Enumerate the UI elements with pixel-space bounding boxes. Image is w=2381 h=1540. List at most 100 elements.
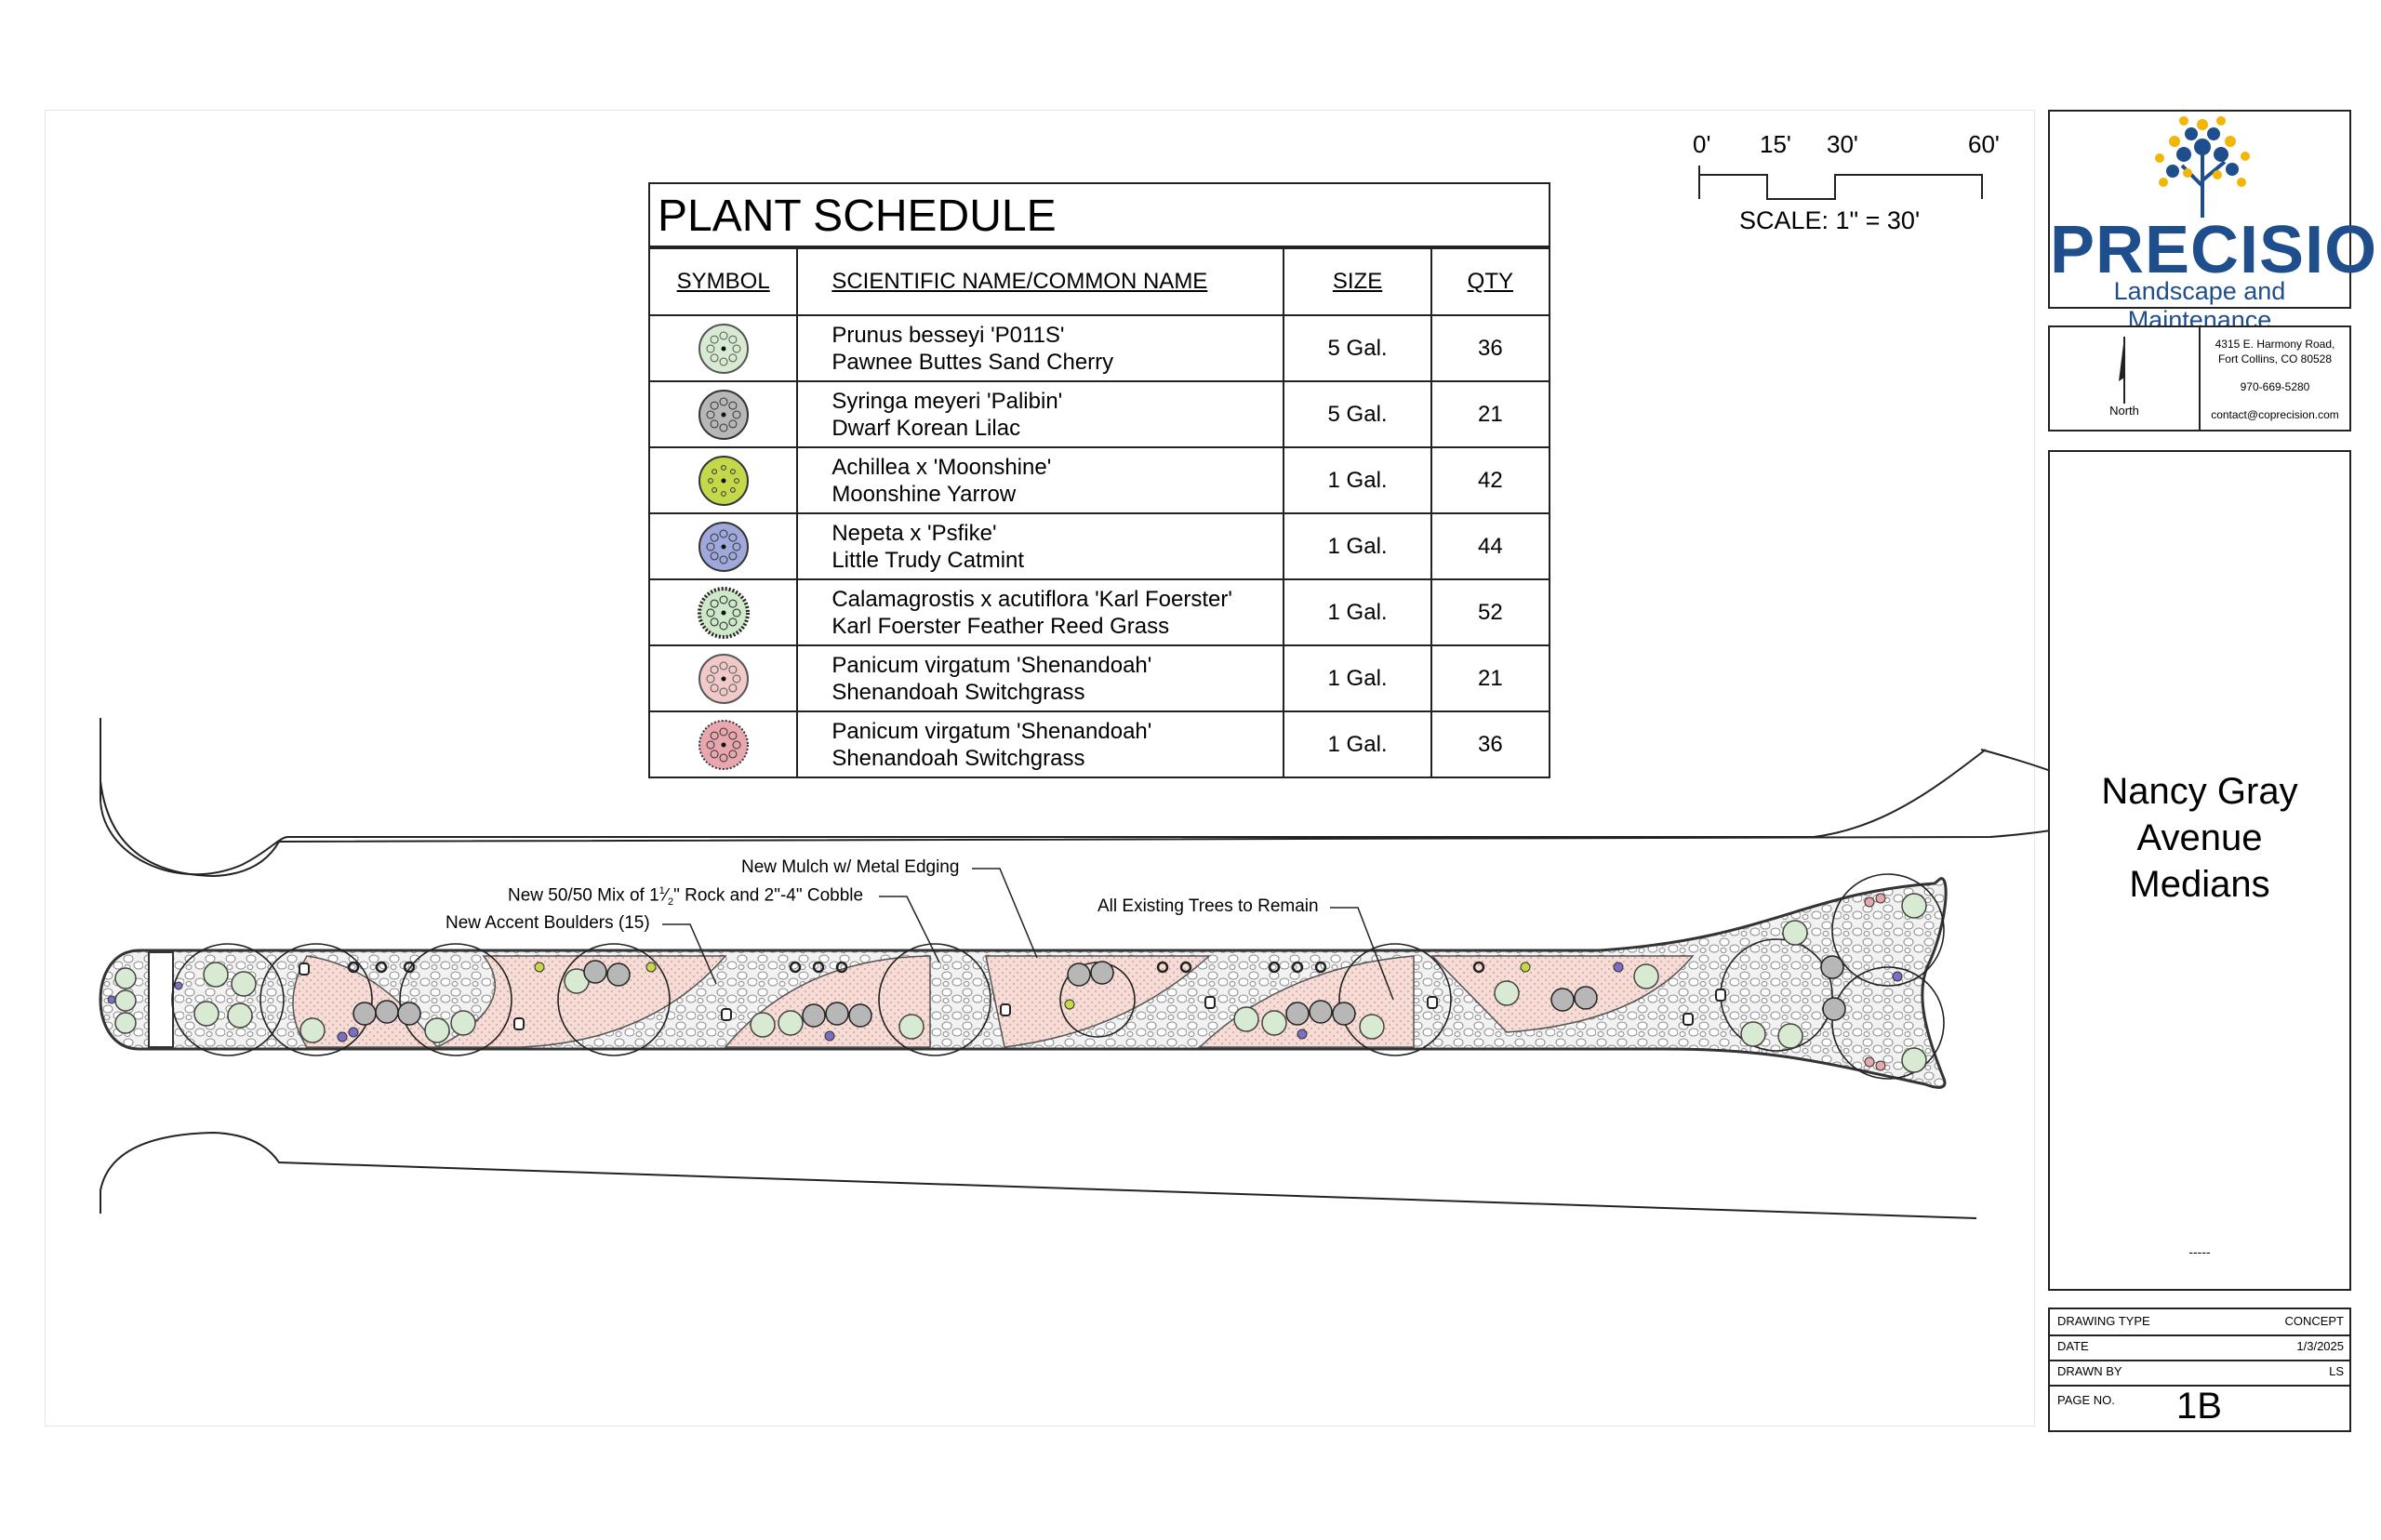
reed-grass-icon bbox=[697, 586, 750, 639]
callout-mulch: New Mulch w/ Metal Edging bbox=[741, 857, 960, 877]
page-number-value: 1B bbox=[2176, 1386, 2222, 1427]
size-cell: 1 Gal. bbox=[1283, 644, 1432, 712]
scale-graphic bbox=[1698, 166, 1983, 200]
scale-text: SCALE: 1" = 30' bbox=[1739, 206, 1921, 234]
callout-rock-text: New 50/50 Mix of 1 bbox=[508, 885, 659, 906]
page-number-label: PAGE NO. bbox=[2057, 1393, 2115, 1407]
common-name: Pawnee Buttes Sand Cherry bbox=[831, 349, 1114, 375]
qty-cell: 44 bbox=[1430, 512, 1549, 580]
north-arrow-cell: North bbox=[2050, 327, 2201, 430]
scientific-name: Panicum virgatum 'Shenandoah' bbox=[831, 718, 1152, 744]
header-size: SIZE bbox=[1283, 247, 1432, 316]
symbol-cell bbox=[650, 446, 799, 514]
project-title-line-1: Nancy Gray bbox=[2101, 771, 2298, 812]
project-title-line-2: Avenue bbox=[2136, 817, 2263, 858]
meta-row-date: DATE 1/3/2025 bbox=[2050, 1334, 2349, 1361]
scientific-name: Prunus besseyi 'P011S' bbox=[831, 322, 1065, 348]
scale-label-0: 0' bbox=[1693, 130, 1711, 158]
plant-name-cell: Syringa meyeri 'Palibin'Dwarf Korean Lil… bbox=[796, 380, 1285, 448]
size-cell: 1 Gal. bbox=[1283, 446, 1432, 514]
meta-row-drawn-by: DRAWN BY LS bbox=[2050, 1360, 2349, 1387]
symbol-cell bbox=[650, 578, 799, 646]
header-symbol: SYMBOL bbox=[650, 247, 799, 316]
scientific-name: Nepeta x 'Psfike' bbox=[831, 520, 997, 546]
switchgrass-icon bbox=[698, 719, 749, 770]
scientific-name: Calamagrostis x acutiflora 'Karl Foerste… bbox=[831, 586, 1232, 612]
drawing-type-label: DRAWING TYPE bbox=[2057, 1314, 2150, 1328]
company-logo: PRECISION Landscape and Maintenance bbox=[2048, 110, 2381, 334]
size-cell: 5 Gal. bbox=[1283, 380, 1432, 448]
symbol-cell bbox=[650, 710, 799, 777]
plant-name-cell: Panicum virgatum 'Shenandoah'Shenandoah … bbox=[796, 710, 1285, 777]
common-name: Little Trudy Catmint bbox=[831, 547, 1025, 573]
common-name: Shenandoah Switchgrass bbox=[831, 745, 1085, 771]
qty-cell: 36 bbox=[1430, 314, 1549, 382]
qty-cell: 21 bbox=[1430, 380, 1549, 448]
table-row: Prunus besseyi 'P011S'Pawnee Buttes Sand… bbox=[650, 314, 1549, 382]
address-line-2: Fort Collins, CO 80528 bbox=[2217, 352, 2333, 365]
plant-name-cell: Achillea x 'Moonshine'Moonshine Yarrow bbox=[796, 446, 1285, 514]
schedule-title: PLANT SCHEDULE bbox=[650, 184, 1549, 247]
project-title: Nancy Gray Avenue Medians bbox=[2050, 768, 2349, 908]
plant-name-cell: Calamagrostis x acutiflora 'Karl Foerste… bbox=[796, 578, 1285, 646]
qty-cell: 52 bbox=[1430, 578, 1549, 646]
header-name: SCIENTIFIC NAME/COMMON NAME bbox=[796, 247, 1285, 316]
header-qty: QTY bbox=[1430, 247, 1549, 316]
email-address: contact@coprecision.com bbox=[2211, 408, 2339, 421]
schedule-table: SYMBOL SCIENTIFIC NAME/COMMON NAME SIZE … bbox=[650, 247, 1549, 777]
info-block: North 4315 E. Harmony Road, Fort Collins… bbox=[2048, 325, 2351, 431]
scientific-name: Syringa meyeri 'Palibin' bbox=[831, 388, 1063, 414]
symbol-cell bbox=[650, 644, 799, 712]
plant-name-cell: Panicum virgatum 'Shenandoah'Shenandoah … bbox=[796, 644, 1285, 712]
lilac-icon bbox=[698, 389, 749, 440]
common-name: Shenandoah Switchgrass bbox=[831, 679, 1085, 705]
north-label: North bbox=[2109, 404, 2139, 418]
north-arrow-icon bbox=[2119, 337, 2125, 404]
common-name: Moonshine Yarrow bbox=[831, 481, 1017, 507]
scientific-name: Panicum virgatum 'Shenandoah' bbox=[831, 652, 1152, 678]
plant-name-cell: Prunus besseyi 'P011S'Pawnee Buttes Sand… bbox=[796, 314, 1285, 382]
qty-cell: 21 bbox=[1430, 644, 1549, 712]
plant-schedule: PLANT SCHEDULE SYMBOL SCIENTIFIC NAME/CO… bbox=[648, 182, 1550, 778]
meta-row-drawing-type: DRAWING TYPE CONCEPT bbox=[2050, 1309, 2349, 1336]
drawn-by-label: DRAWN BY bbox=[2057, 1364, 2122, 1378]
callout-rock-fraction-den: 2 bbox=[667, 896, 674, 909]
tree-logo-icon bbox=[2155, 116, 2250, 218]
date-label: DATE bbox=[2057, 1339, 2089, 1353]
table-row: Syringa meyeri 'Palibin'Dwarf Korean Lil… bbox=[650, 380, 1549, 448]
symbol-cell bbox=[650, 512, 799, 580]
callout-rock-text-end: " Rock and 2"-4" Cobble bbox=[673, 885, 864, 906]
project-title-block: Nancy Gray Avenue Medians ----- bbox=[2048, 450, 2351, 1291]
logo-wordmark: PRECISION bbox=[2050, 213, 2381, 287]
callout-rock-fraction-num: 1 bbox=[658, 885, 665, 896]
plant-name-cell: Nepeta x 'Psfike'Little Trudy Catmint bbox=[796, 512, 1285, 580]
scientific-name: Achillea x 'Moonshine' bbox=[831, 454, 1052, 480]
drawing-type-value: CONCEPT bbox=[2284, 1314, 2344, 1328]
drawn-by-value: LS bbox=[2329, 1364, 2344, 1378]
common-name: Dwarf Korean Lilac bbox=[831, 415, 1021, 441]
size-cell: 1 Gal. bbox=[1283, 578, 1432, 646]
yarrow-icon bbox=[698, 455, 749, 506]
qty-cell: 42 bbox=[1430, 446, 1549, 514]
callout-rock-cobble: New 50/50 Mix of 11⁄2" Rock and 2"-4" Co… bbox=[508, 885, 864, 909]
symbol-cell bbox=[650, 314, 799, 382]
size-cell: 5 Gal. bbox=[1283, 314, 1432, 382]
callout-boulders: New Accent Boulders (15) bbox=[446, 913, 650, 933]
phone-number: 970-669-5280 bbox=[2240, 380, 2310, 393]
scale-label-30: 30' bbox=[1827, 130, 1858, 158]
table-row: Panicum virgatum 'Shenandoah'Shenandoah … bbox=[650, 644, 1549, 712]
qty-cell: 36 bbox=[1430, 710, 1549, 777]
table-row: Calamagrostis x acutiflora 'Karl Foerste… bbox=[650, 578, 1549, 646]
callout-trees: All Existing Trees to Remain bbox=[1097, 896, 1319, 916]
size-cell: 1 Gal. bbox=[1283, 512, 1432, 580]
revision-dashes: ----- bbox=[2188, 1244, 2211, 1259]
drawing-meta-block: DRAWING TYPE CONCEPT DATE 1/3/2025 DRAWN… bbox=[2048, 1308, 2351, 1432]
sand-cherry-icon bbox=[698, 323, 749, 374]
schedule-header-row: SYMBOL SCIENTIFIC NAME/COMMON NAME SIZE … bbox=[650, 247, 1549, 316]
project-title-line-3: Medians bbox=[2129, 864, 2270, 905]
scale-label-60: 60' bbox=[1968, 130, 2000, 158]
catmint-icon bbox=[698, 521, 749, 572]
address-line-1: 4315 E. Harmony Road, bbox=[2215, 338, 2335, 351]
